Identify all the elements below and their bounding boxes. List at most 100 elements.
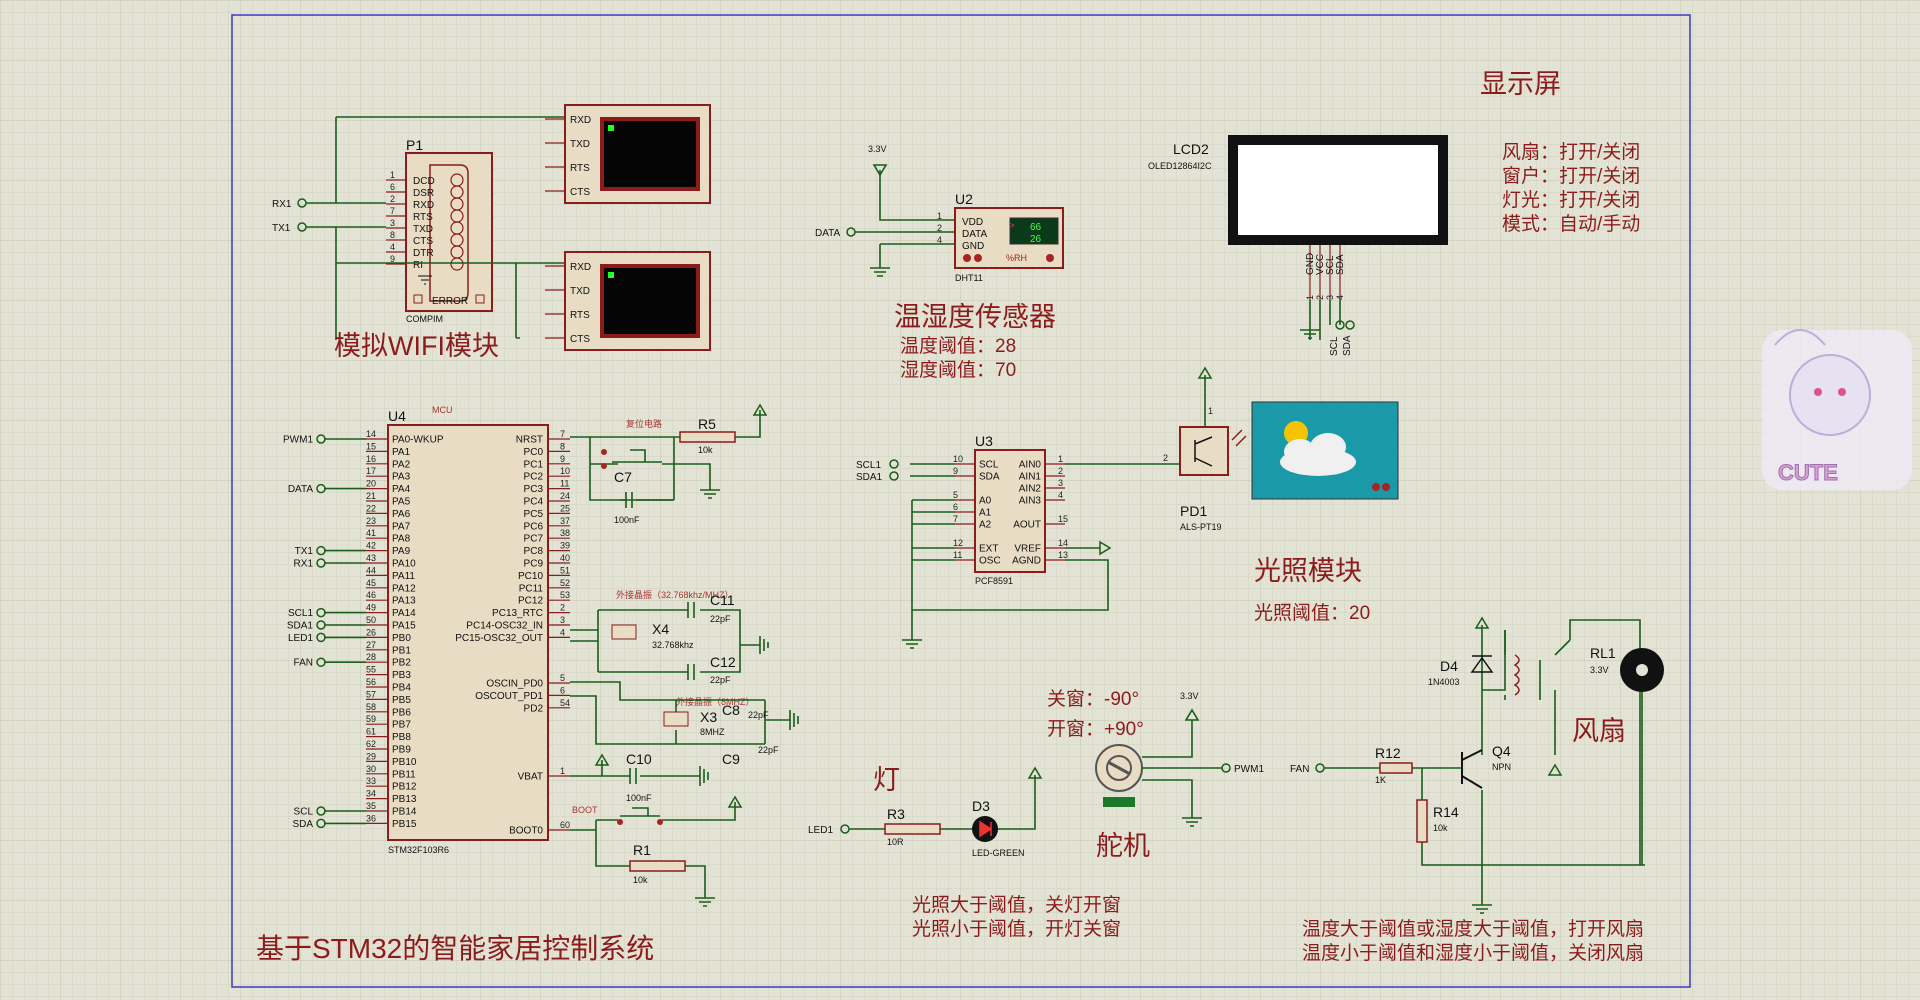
mcu-pin-pc15-osc32_out: PC15-OSC32_OUT [455,633,543,644]
svg-text:22: 22 [366,503,376,513]
mcu-pin-pa12: PA12 [392,583,416,594]
x4-value: 32.768khz [652,640,694,650]
boot-label: BOOT [572,805,598,815]
mcu-pin-pa3: PA3 [392,472,411,483]
svg-text:6: 6 [953,502,958,512]
mcu-pin-pa11: PA11 [392,571,415,582]
watermark-text: CUTE [1778,460,1838,485]
adc-pin-ext: EXT [979,544,998,555]
net-terminal [316,483,326,494]
vbat-capacitor[interactable]: C10 100nF [570,751,709,803]
terminal-cursor [608,125,614,131]
svg-text:26: 26 [366,627,376,637]
svg-text:56: 56 [366,677,376,687]
pcf8591-adc[interactable]: U3 PCF8591 10SCL9SDA5A06A17A212EXT11OSC1… [856,433,1165,649]
oled-ref: LCD2 [1173,141,1209,157]
svg-text:9: 9 [560,454,565,464]
temp-threshold: 温度阈值：28 [900,335,1016,357]
compim-pin-num: 4 [390,242,395,252]
crystal-8m[interactable]: 外接晶振（8MHZ） X3 8MHZ C8 22pF C9 22pF [570,681,799,767]
svg-text:43: 43 [366,553,376,563]
svg-text:23: 23 [366,516,376,526]
mcu-pin-pa10: PA10 [392,559,416,570]
mcu-pin-oscin_pd0: OSCIN_PD0 [486,679,543,690]
lamp-circuit[interactable]: 灯 LED1 R3 10R D3 LED-GREEN 光照大于阈值，关灯开窗 光… [808,765,1121,940]
svg-text:11: 11 [560,479,569,489]
adc-pin-osc: OSC [979,556,1001,567]
mcu-net-scl: SCL [294,807,314,818]
lamp-title: 灯 [873,765,900,795]
fan-circuit[interactable]: FAN R12 1K R14 10k Q4 NPN D4 1N4003 RL1 … [1290,616,1664,964]
svg-text:13: 13 [1058,550,1068,560]
adc-pin-a1: A1 [979,508,992,519]
svg-text:8: 8 [560,441,565,451]
rl1-value: 3.3V [1590,665,1609,675]
svg-text:16: 16 [366,454,376,464]
reset-circuit[interactable]: 复位电路 R5 10k C7 100nF [570,403,768,525]
svg-text:34: 34 [366,789,376,799]
svg-text:39: 39 [560,541,570,551]
net-terminal [316,620,326,630]
boot-circuit[interactable]: BOOT R1 10k [570,795,743,907]
svg-text:49: 49 [366,603,376,613]
mcu-pin-pa8: PA8 [392,534,411,545]
svg-text:6: 6 [560,685,565,695]
display-title: 显示屏 [1480,69,1561,99]
svg-text:61: 61 [366,727,376,737]
oled-net-scl: SCL [1329,336,1340,356]
compim-pin-rts: RTS [413,212,433,223]
mcu-net-led1: LED1 [288,633,313,644]
diagram-title: 基于STM32的智能家居控制系统 [256,933,654,964]
mcu-pin-pc13_rtc: PC13_RTC [492,608,543,619]
svg-text:53: 53 [560,590,570,600]
mcu-pin-pa1: PA1 [392,447,411,458]
svg-text:24: 24 [560,491,570,501]
terminal-pin-cts: CTS [570,334,590,345]
svg-text:1: 1 [1208,406,1213,416]
power-arrow-icon [1027,766,1043,779]
svg-text:7: 7 [560,429,565,439]
mcu-pin-pb1: PB1 [392,645,411,656]
xtal-high-label: 外接晶振（8MHZ） [676,696,755,707]
stm32-mcu[interactable]: U4 MCU STM32F103R6 14PA0-WKUPPWM115PA116… [283,405,570,855]
svg-text:15: 15 [366,441,376,451]
c7-value: 100nF [614,515,640,525]
power-arrow-icon [872,164,888,177]
oled-pin-scl: SCL [1325,255,1336,275]
servo-base [1103,797,1135,807]
terminal-pin-rxd: RXD [570,115,591,126]
svg-text:62: 62 [366,739,376,749]
dht11-lcd-value-2: 26 [1030,234,1042,245]
crystal-32k[interactable]: 外接晶振（32.768khz/MHZ） X4 32.768khz C11 22p… [570,589,769,685]
x3-ref: X3 [700,709,717,725]
sensor-title: 温湿度传感器 [894,302,1056,332]
servo-motor[interactable]: 关窗：-90° 开窗：+90° 3.3V PWM1 舵机 [1047,688,1264,861]
dht11-sensor[interactable]: 3.3V DATA 1 2 4 VDD DATA GND 66 26 > %RH… [815,144,1064,381]
ground-icon [418,275,432,285]
net-terminal [316,434,326,444]
mcu-pin-pb3: PB3 [392,670,411,681]
r1-value: 10k [633,875,648,885]
compim-pin-num: 7 [390,206,395,216]
mcu-pin-pa7: PA7 [392,521,411,532]
relay-arrow-icon [1547,763,1563,776]
cute-watermark: CUTE [1762,329,1912,490]
c12-ref: C12 [710,654,736,670]
mcu-pin-boot0: BOOT0 [509,826,543,837]
mcu-pin-pb15: PB15 [392,819,417,830]
light-sensor[interactable]: 1 2 PD1 ALS-PT19 光照模块 光照阈值：20 [1163,366,1399,624]
dht11-part: DHT11 [955,273,983,283]
compim-pin-num: 2 [390,194,395,204]
mcu-pin-pa4: PA4 [392,484,411,495]
net-terminal [316,632,326,643]
compim-pin-dsr: DSR [413,188,434,199]
adc-pin-ain1: AIN1 [1019,472,1042,483]
svg-text:1: 1 [1058,454,1063,464]
mcu-part: STM32F103R6 [388,845,449,855]
